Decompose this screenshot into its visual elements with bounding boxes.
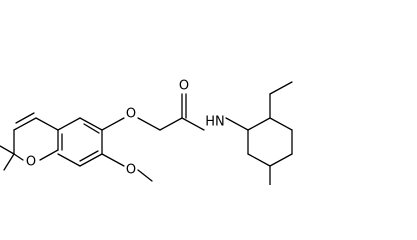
gem-dimethyl (0, 145, 15, 171)
methoxy-group (101, 153, 153, 182)
bond (83, 123, 100, 134)
bond (79, 117, 103, 131)
bond (3, 153, 15, 171)
bond (101, 153, 125, 167)
bond (181, 117, 205, 131)
bond (137, 117, 161, 131)
molecule-canvas: O O O O HN (0, 79, 293, 185)
bond (137, 169, 153, 182)
chromene-benzene-ring (57, 117, 103, 167)
bond (35, 117, 59, 131)
bond (269, 81, 293, 95)
bond (225, 117, 249, 131)
bond (79, 150, 99, 162)
aryl-substituents (269, 81, 293, 185)
bond (247, 117, 271, 131)
bond (101, 117, 125, 131)
bond (39, 149, 59, 161)
bond (13, 117, 37, 131)
amide-nitrogen-label: HN (205, 115, 225, 130)
bond (57, 117, 81, 131)
ether-oxygen-label: O (126, 107, 136, 122)
ether-linker (101, 117, 183, 131)
bond (269, 153, 293, 167)
bond (13, 153, 24, 161)
structure-diagram: O O O O HN (0, 79, 293, 185)
ring-oxygen-label: O (26, 155, 36, 170)
amide-group (181, 93, 205, 131)
bond (159, 117, 183, 131)
pyran-ring (13, 112, 59, 161)
methoxy-oxygen-label: O (126, 163, 136, 178)
bond (269, 117, 293, 131)
bond (247, 153, 271, 167)
aniline-ring (225, 117, 293, 167)
bond (15, 112, 35, 124)
carbonyl-oxygen-label: O (179, 79, 189, 94)
bond (79, 153, 103, 167)
bond (0, 145, 15, 155)
bond (57, 153, 81, 167)
